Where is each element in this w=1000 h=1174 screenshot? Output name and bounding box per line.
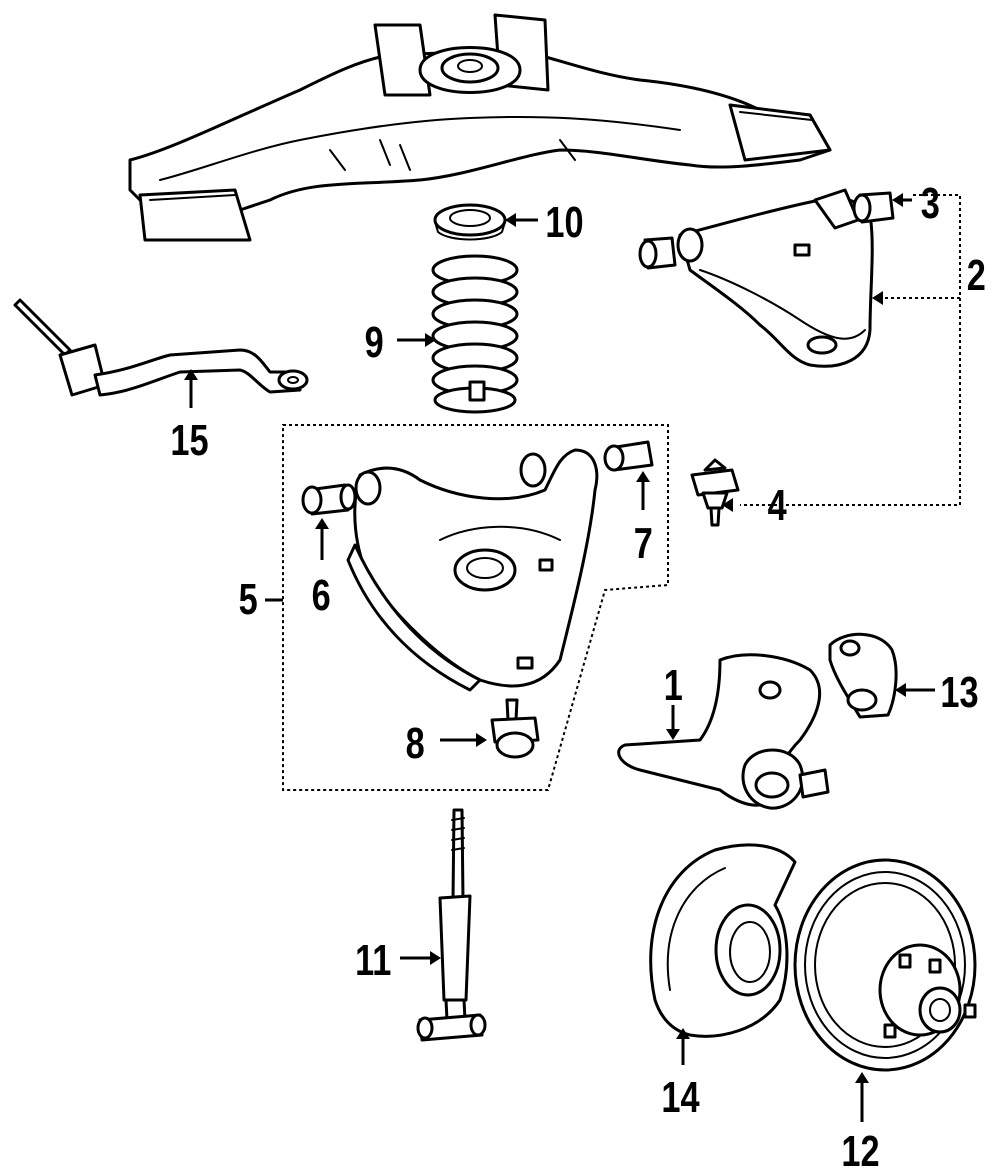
lower-ball-joint — [490, 698, 540, 759]
callout-13: 13 — [940, 668, 978, 717]
shock-absorber — [416, 808, 487, 1042]
callout-12: 12 — [841, 1127, 879, 1174]
lower-control-arm — [346, 448, 599, 692]
brake-rotor-hub — [793, 858, 977, 1072]
callout-10: 10 — [545, 198, 583, 247]
callout-bracket-2 — [740, 194, 961, 506]
lower-arm-group-box — [282, 424, 669, 791]
callout-11: 11 — [355, 936, 391, 985]
callout-4: 4 — [768, 481, 787, 530]
callout-3: 3 — [921, 179, 940, 228]
callout-7: 7 — [634, 519, 653, 568]
callout-9: 9 — [365, 318, 384, 367]
callout-8: 8 — [406, 719, 425, 768]
callout-14: 14 — [661, 1073, 699, 1122]
upper-control-arm — [676, 188, 874, 368]
steering-knuckle — [617, 653, 830, 810]
front-crossmember — [128, 13, 832, 242]
brake-caliper — [828, 632, 898, 719]
spring-insulator — [433, 203, 507, 241]
upper-arm-bushing — [638, 191, 895, 270]
lower-arm-rear-bushing — [603, 440, 654, 472]
upper-ball-joint — [690, 458, 740, 527]
callout-15: 15 — [170, 416, 208, 465]
splash-shield — [649, 843, 797, 1038]
callout-6: 6 — [312, 571, 331, 620]
callout-1: 1 — [664, 661, 683, 710]
lower-arm-front-bushing — [301, 483, 357, 516]
stabilizer-bar — [13, 298, 309, 397]
callout-5: 5 — [239, 575, 258, 624]
coil-spring — [431, 254, 519, 414]
callout-2: 2 — [967, 251, 986, 300]
leader-lines — [184, 193, 935, 1122]
callout-numbers: 1 2 3 4 5 6 7 8 9 10 11 12 13 14 15 — [170, 179, 985, 1174]
